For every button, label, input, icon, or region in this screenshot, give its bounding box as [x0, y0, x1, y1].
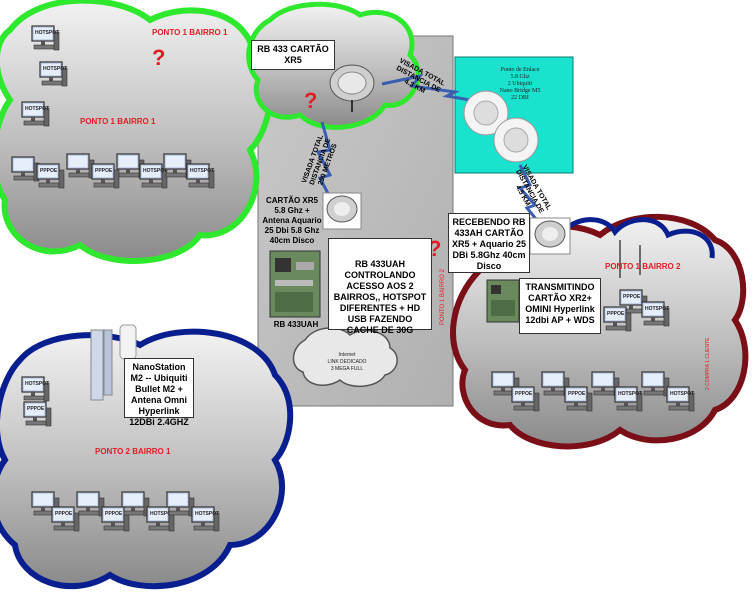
pppoe-tag: PPPOE: [623, 294, 641, 300]
dish-recebendo: [529, 217, 571, 255]
pppoe-tag: PPPOE: [95, 168, 113, 174]
workstation-icon: HOTSPOT: [30, 24, 60, 57]
hotspot-tag: HOTSPOT: [670, 391, 695, 397]
workstation-icon: PPPOE: [100, 505, 130, 538]
hotspot-tag: HOTSPOT: [150, 511, 175, 517]
workstation-icon: PPPOE: [50, 505, 80, 538]
hotspot-tag: HOTSPOT: [25, 106, 50, 112]
internet-line1: LINK DEDICADO: [327, 359, 367, 365]
workstation-icon: PPPOE: [22, 400, 52, 433]
cloud-internet: [292, 327, 398, 387]
internet-title: Internet: [338, 352, 356, 358]
label-side-cliente: 2 COMPRA 1 CLIENTE: [705, 337, 711, 390]
hotspot-tag: HOTSPOT: [190, 168, 215, 174]
pppoe-tag: PPPOE: [607, 311, 625, 317]
dish-xr5: [322, 192, 362, 230]
enlace-line3: Nano Bridge M5: [499, 88, 541, 94]
pppoe-tag: PPPOE: [40, 168, 58, 174]
pppoe-tag: PPPOE: [568, 391, 586, 397]
workstation-icon: HOTSPOT: [185, 162, 215, 195]
internet-text: Internet LINK DEDICADO 3 MEGA FULL: [312, 352, 382, 373]
enlace-text: Ponto de Enlace 5.8 Ghz 2 Ubiquiti Nano …: [480, 67, 560, 102]
question-mark-rb433: ?: [304, 88, 318, 113]
nanobridge-dishes: [463, 90, 539, 163]
hotspot-tag: HOTSPOT: [195, 511, 220, 517]
workstation-icon: HOTSPOT: [190, 505, 220, 538]
cloud-ponto1-bairro1: [0, 0, 273, 264]
workstation-icon: PPPOE: [602, 305, 632, 338]
workstation-icon: PPPOE: [563, 385, 593, 418]
dish-rb433-top: [329, 64, 375, 112]
link-bolt-43km: [381, 73, 471, 102]
question-mark-bairro1: ?: [152, 45, 166, 70]
hotspot-tag: HOTSPOT: [43, 66, 68, 72]
label-side-bairro2: PONTO 1 BAIRRO 2: [440, 269, 446, 325]
label-ponto1-bairro1-a: PONTO 1 BAIRRO 1: [152, 28, 228, 37]
rb433ah-board: [486, 279, 520, 323]
enlace-line4: 22 DBI: [511, 95, 529, 101]
workstation-icon: HOTSPOT: [38, 60, 68, 93]
label-ponto2-bairro1: PONTO 2 BAIRRO 1: [95, 447, 171, 456]
workstation-icon: HOTSPOT: [20, 375, 50, 408]
omni-antennas: [619, 240, 641, 278]
internet-line2: 3 MEGA FULL: [330, 366, 364, 372]
workstation-icon: HOTSPOT: [145, 505, 175, 538]
hotspot-tag: HOTSPOT: [645, 306, 670, 312]
pppoe-tag: PPPOE: [27, 406, 45, 412]
box-recebendo: RECEBENDO RB 433AH CARTÃO XR5 + Aquario …: [448, 213, 530, 273]
hotspot-tag: HOTSPOT: [143, 168, 168, 174]
box-rb433-cartao: RB 433 CARTÃO XR5: [251, 40, 335, 70]
workstation-icon: [75, 490, 105, 523]
pppoe-tag: PPPOE: [55, 511, 73, 517]
link-bolt-45km: [517, 164, 547, 231]
label-ponto1-bairro1-b: PONTO 1 BAIRRO 1: [80, 117, 156, 126]
box-transmitindo: TRANSMITINDO CARTÃO XR2+ OMINI Hyperlink…: [519, 278, 601, 334]
box-cartao-xr5: CARTÃO XR5 5.8 Ghz + Antena Aquario 25 D…: [262, 196, 322, 245]
workstation-icon: HOTSPOT: [20, 100, 50, 133]
link-bolt-290m: [315, 121, 336, 206]
hotspot-tag: HOTSPOT: [35, 30, 60, 36]
enlace-line2: 2 Ubiquiti: [507, 81, 533, 87]
box-rb433uah-desc: RB 433UAH CONTROLANDO ACESSO AOS 2 BAIRR…: [328, 238, 432, 335]
enlace-line1: 5.8 Ghz: [510, 74, 530, 80]
hotspot-tag: HOTSPOT: [25, 381, 50, 387]
nanostation-antennas: [90, 324, 137, 401]
hotspot-tag: HOTSPOT: [618, 391, 643, 397]
workstation-icon: HOTSPOT: [665, 385, 695, 418]
workstation-icon: PPPOE: [35, 162, 65, 195]
workstation-icon: PPPOE: [90, 162, 120, 195]
workstation-icon: HOTSPOT: [613, 385, 643, 418]
pppoe-tag: PPPOE: [105, 511, 123, 517]
cloud-ponto1-bairro2-top: [558, 217, 715, 259]
enlace-title: Ponto de Enlace: [500, 67, 540, 73]
label-rb433uah: RB 433UAH: [273, 320, 319, 329]
pppoe-tag: PPPOE: [515, 391, 533, 397]
workstation-icon: HOTSPOT: [138, 162, 168, 195]
workstation-icon: HOTSPOT: [640, 300, 670, 333]
rb433uah-board: [269, 250, 321, 318]
box-nanostation: NanoStation M2 -- Ubiquiti Bullet M2 + A…: [124, 358, 194, 427]
label-ponto1-bairro2: PONTO 1 BAIRRO 2: [605, 262, 681, 271]
workstation-icon: PPPOE: [510, 385, 540, 418]
